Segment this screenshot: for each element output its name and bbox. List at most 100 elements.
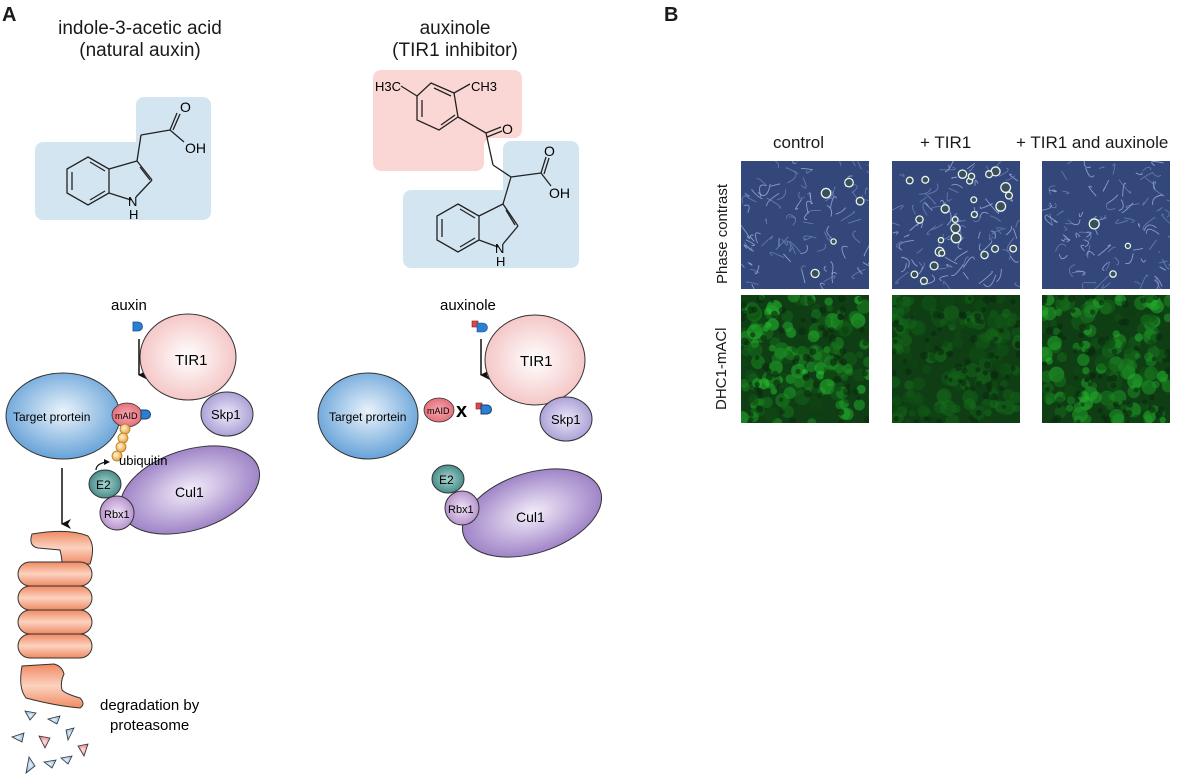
fluor-nucleus	[982, 369, 989, 376]
fluor-cell	[1008, 312, 1018, 322]
cell-outline	[757, 183, 771, 196]
micrograph-fluor-control-canvas	[741, 295, 869, 423]
cell-outline	[754, 232, 761, 244]
fluor-cell	[1013, 295, 1020, 302]
fluor-cell	[921, 295, 937, 311]
fluor-cell	[856, 351, 864, 359]
micrograph-fluor-tir1-auxinole	[1042, 295, 1170, 423]
cell-outline	[804, 236, 812, 241]
fluor-nucleus	[974, 313, 982, 321]
fluor-nucleus	[862, 370, 869, 377]
fluor-nucleus	[1078, 342, 1084, 348]
cell-outline	[997, 226, 1003, 229]
fluor-nucleus	[802, 353, 811, 362]
fluor-cell	[1043, 391, 1055, 404]
cell-outline	[1049, 189, 1057, 193]
cell-outline	[1135, 172, 1143, 176]
cell-outline	[1048, 185, 1056, 195]
fluor-nucleus	[961, 367, 968, 374]
rounded-cell	[910, 270, 919, 279]
fluor-cell	[1120, 341, 1135, 355]
fluor-cell	[988, 348, 1003, 362]
cell-outline	[749, 234, 755, 242]
cell-outline	[1088, 185, 1097, 197]
fluor-cell	[853, 319, 864, 330]
micrograph-phase-tir1-auxinole	[1042, 161, 1170, 289]
cell-outline	[898, 239, 914, 251]
fluor-nucleus	[1151, 356, 1157, 362]
cell-outline	[1138, 223, 1141, 228]
fluor-cell	[811, 309, 822, 320]
fluor-cell	[1055, 396, 1065, 406]
cell-outline	[946, 264, 953, 268]
cell-outline	[741, 224, 751, 240]
fluor-cell	[1140, 401, 1149, 411]
micrograph-phase-control-canvas	[741, 161, 869, 289]
iaa-title-line2: (natural auxin)	[79, 40, 201, 61]
cell-outline	[1134, 281, 1141, 285]
fluor-nucleus	[993, 336, 999, 342]
fluor-cell	[1066, 396, 1076, 405]
fluor-nucleus	[989, 295, 998, 304]
fluor-cell	[1112, 330, 1120, 338]
cell-outline	[1118, 179, 1132, 194]
cell-outline	[1100, 214, 1106, 220]
cell-outline	[756, 177, 768, 186]
cell-outline	[924, 192, 936, 205]
fluor-nucleus	[811, 317, 817, 323]
auxinole-atom-h3c: H3C	[375, 79, 401, 94]
cell-outline	[1078, 231, 1092, 241]
cell-outline	[863, 244, 869, 257]
fluor-cell	[1045, 357, 1053, 365]
cell-outline	[769, 251, 785, 259]
cul1-label: Cul1	[516, 509, 545, 525]
fluor-cell	[1156, 370, 1169, 383]
proteasome-ring	[17, 561, 93, 587]
fluor-cell	[770, 387, 778, 395]
cell-outline	[919, 188, 932, 195]
fluor-nucleus	[1084, 295, 1091, 300]
cell-outline	[745, 281, 759, 285]
cell-outline	[977, 231, 981, 239]
fluor-nucleus	[1121, 300, 1129, 308]
cell-outline	[829, 196, 838, 209]
fluor-cell	[1105, 401, 1115, 412]
fluor-nucleus	[1121, 399, 1127, 405]
cell-outline	[1121, 202, 1134, 214]
fluor-nucleus	[754, 386, 760, 391]
fluor-nucleus	[744, 340, 750, 346]
iaa-title-line1: indole-3-acetic acid	[58, 18, 222, 39]
fluor-nucleus	[1133, 387, 1139, 393]
fluor-cell	[826, 304, 834, 312]
fluor-nucleus	[957, 378, 963, 384]
degradation-label-line1: degradation by	[100, 697, 200, 714]
cell-outline	[789, 216, 797, 226]
fluor-nucleus	[1015, 350, 1020, 358]
fluor-nucleus	[793, 354, 800, 362]
iaa-bonds	[66, 112, 185, 206]
cell-outline	[1124, 217, 1135, 224]
cell-outline	[1086, 231, 1092, 238]
fluor-nucleus	[754, 355, 760, 360]
peptide-fragments	[10, 710, 89, 774]
cell-outline	[978, 243, 981, 251]
fluor-cell	[908, 409, 916, 417]
cell-outline	[951, 183, 963, 189]
cell-outline	[1142, 197, 1149, 206]
fluor-nucleus	[857, 296, 864, 302]
fluor-cell	[741, 382, 750, 392]
rounded-cell	[938, 249, 946, 257]
tir1-label: TIR1	[175, 352, 208, 369]
cell-outline	[900, 263, 907, 273]
cell-outline	[1080, 244, 1085, 252]
cell-outline	[1049, 213, 1054, 227]
ubiquitin-label: ubiquitin	[119, 453, 167, 468]
fluor-nucleus	[892, 320, 899, 328]
cell-outline	[899, 173, 905, 177]
fluor-nucleus	[1113, 401, 1119, 408]
fluor-nucleus	[978, 319, 984, 325]
cell-outline	[800, 265, 806, 269]
ubiquitin-chain	[111, 423, 131, 462]
cell-outline	[892, 205, 904, 211]
fluor-cell	[1050, 319, 1057, 327]
